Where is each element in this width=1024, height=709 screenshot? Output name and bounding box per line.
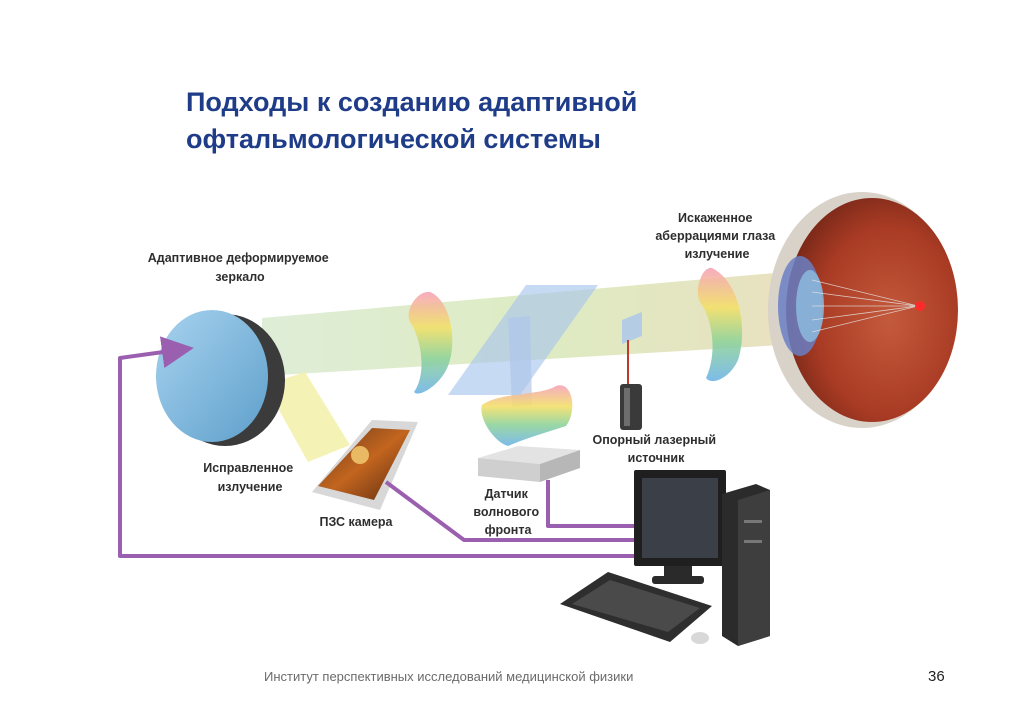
label-distorted-line-1: Искаженное: [678, 211, 753, 225]
feedback-line-camera: [384, 480, 634, 542]
label-wavefront-sensor: Датчик волнового фронта: [473, 487, 542, 537]
wavefront-shape-2: [697, 267, 743, 382]
footer-institute: Институт перспективных исследований меди…: [264, 669, 634, 684]
page-number: 36: [928, 668, 945, 685]
label-laser-line-2: источник: [628, 451, 685, 465]
ccd-camera: [312, 420, 418, 510]
label-corrected-radiation: Исправленное излучение: [203, 461, 297, 494]
label-distorted-radiation: Искаженное аберрациями глаза излучение: [655, 211, 778, 261]
label-sensor-line-3: фронта: [485, 523, 533, 537]
eye: [768, 192, 958, 428]
title-line-1: Подходы к созданию адаптивной: [186, 87, 638, 117]
wavefront-shape-1: [408, 291, 453, 394]
feedback-line-mirror: [118, 336, 634, 558]
label-mirror-line-1: Адаптивное деформируемое: [148, 251, 329, 265]
wavefront-shape-sensor: [481, 385, 573, 446]
label-corrected-line-2: излучение: [218, 480, 283, 494]
title-line-2: офтальмологической системы: [186, 124, 601, 154]
label-laser-source: Опорный лазерный источник: [592, 433, 719, 465]
label-ccd-camera: ПЗС камера: [320, 515, 394, 529]
page-title: Подходы к созданию адаптивной офтальмоло…: [186, 84, 806, 158]
computer: [560, 470, 770, 646]
label-corrected-line-1: Исправленное: [203, 461, 293, 475]
laser-splitter: [622, 312, 642, 344]
label-distorted-line-3: излучение: [685, 247, 750, 261]
feedback-line-sensor: [546, 480, 634, 528]
label-sensor-line-2: волнового: [473, 505, 539, 519]
feedback-lines: [118, 336, 634, 558]
label-sensor-line-1: Датчик: [485, 487, 529, 501]
wavefront-sensor: [478, 446, 580, 482]
label-distorted-line-2: аберрациями глаза: [655, 229, 776, 243]
label-mirror-line-2: зеркало: [215, 270, 265, 284]
corrected-beam: [265, 372, 350, 462]
laser-source: [620, 340, 642, 430]
label-laser-line-1: Опорный лазерный: [592, 433, 716, 447]
label-mirror: Адаптивное деформируемое зеркало: [148, 251, 332, 284]
beam-splitter: [448, 285, 598, 395]
